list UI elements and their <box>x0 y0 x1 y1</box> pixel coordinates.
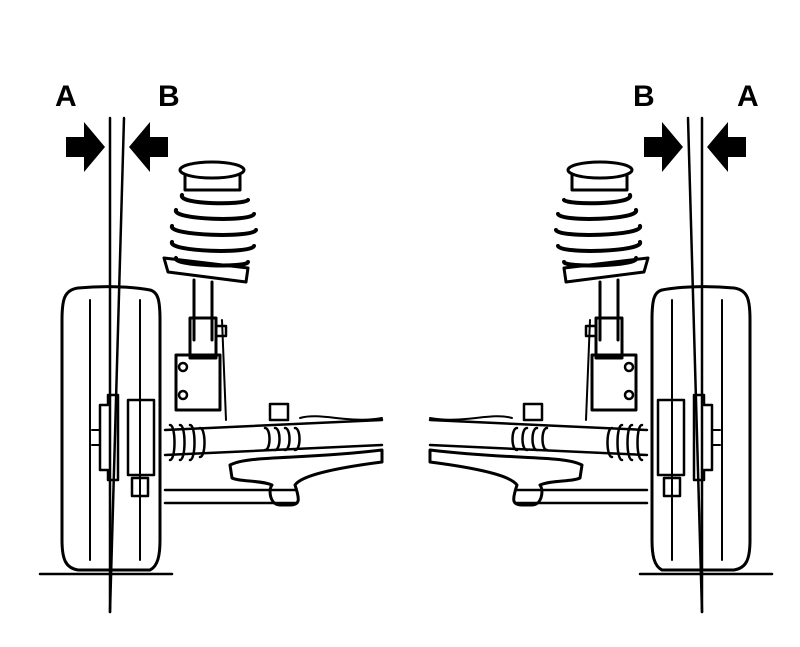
label-a-left: A <box>55 80 77 113</box>
wheel-icon <box>60 285 162 572</box>
left-suspension-assembly: A B <box>38 80 384 614</box>
arrow-icon <box>707 122 746 172</box>
lower-control-arm <box>163 448 384 507</box>
label-b-right: B <box>633 80 655 113</box>
label-a-right: A <box>737 80 759 113</box>
coil-spring-icon <box>162 160 258 284</box>
lower-control-arm <box>428 448 649 507</box>
arrow-icon <box>66 122 105 172</box>
camber-reference-line-b <box>108 116 126 614</box>
drive-shaft <box>163 402 384 462</box>
wheel-icon <box>650 285 752 572</box>
strut-assembly <box>584 278 638 421</box>
label-b-left: B <box>158 80 180 113</box>
arrow-icon <box>644 122 683 172</box>
camber-reference-line-b <box>686 116 704 614</box>
arrow-icon <box>129 122 168 172</box>
coil-spring-icon <box>554 160 650 284</box>
right-suspension-assembly <box>428 116 774 614</box>
drive-shaft <box>428 402 649 462</box>
strut-assembly <box>174 278 228 421</box>
